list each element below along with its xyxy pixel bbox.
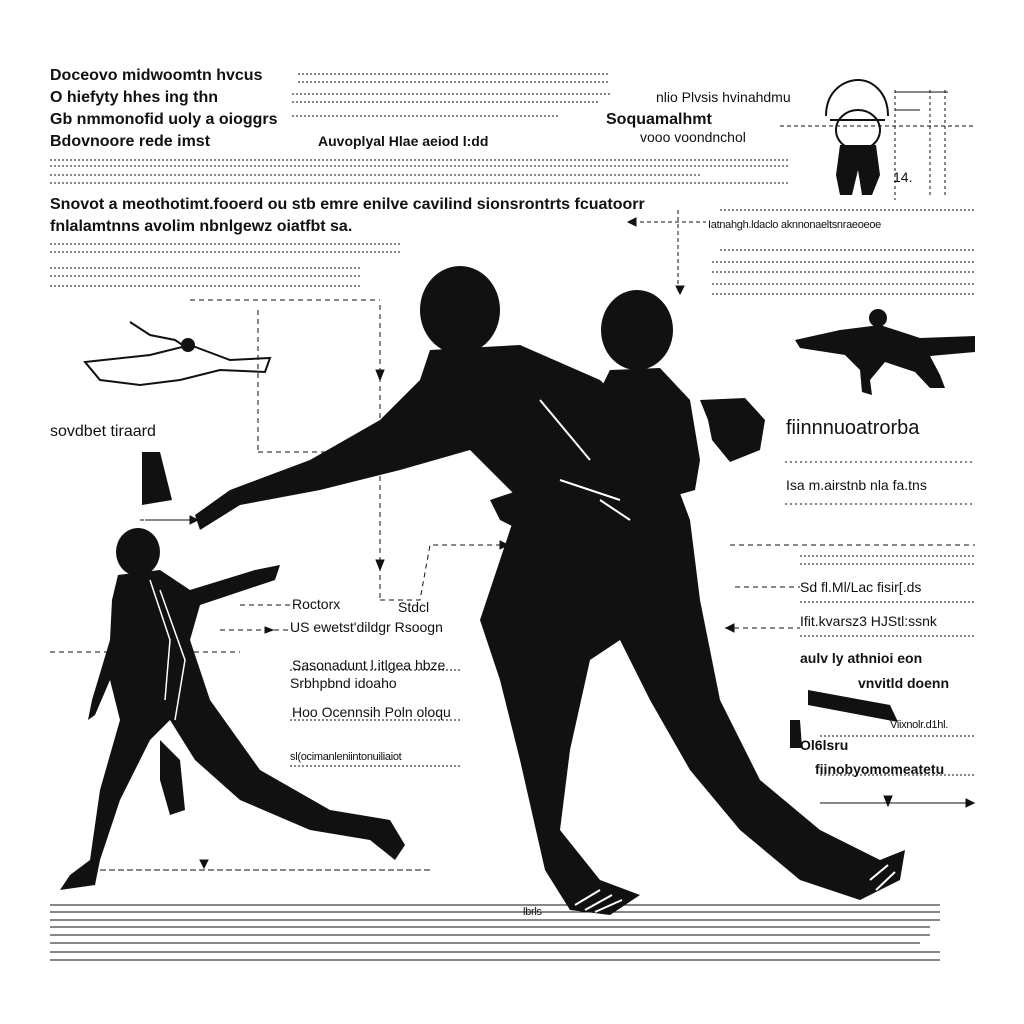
callout-5: Srbhpbnd idoaho bbox=[290, 675, 397, 691]
right-label-5: vnvitld doenn bbox=[858, 675, 949, 691]
right-label-3: Ifit.kvarsz3 HJStl:ssnk bbox=[800, 613, 937, 629]
header-line-3: Gb nmmonofid uoly a oioggrs bbox=[50, 111, 278, 128]
header-tag: Auvoplyal Hlae aeiod l:dd bbox=[318, 133, 489, 149]
right-label-7: Ol6lsru bbox=[800, 737, 849, 753]
callout-1: Roctorx bbox=[292, 596, 341, 612]
second-runner-silhouette bbox=[590, 290, 765, 500]
header-line-2: O hiefyty hhes ing thn bbox=[50, 89, 219, 106]
top-right-label-2: Soquamalhmt bbox=[606, 111, 712, 128]
right-label-6: Viixnolr.d1hl. bbox=[890, 719, 948, 731]
right-title: fiinnnuoatrorba bbox=[786, 417, 920, 439]
callout-6: Hoo Ocennsih Poln oloqu bbox=[292, 704, 451, 720]
left-label: sovdbet tiraard bbox=[50, 423, 156, 440]
leg-mark: lrrd bbox=[196, 796, 211, 808]
headline-line-1: Snovot a meothotimt.fooerd ou stb emre e… bbox=[50, 196, 645, 213]
right-label-8: fiinobyomomeatetu bbox=[815, 761, 945, 777]
top-right-figure bbox=[825, 78, 889, 151]
marker-block bbox=[142, 452, 898, 748]
right-label-4: aulv ly athnioi eon bbox=[800, 650, 923, 666]
figure-number: 14. bbox=[893, 169, 913, 185]
callout-2: Stdcl bbox=[398, 599, 430, 615]
callout-4: Sasonadunt l.itlgea hbze bbox=[292, 657, 446, 673]
top-right-caption: Iatnahgh.ldaclo aknnonaeltsnraeoeoe bbox=[708, 219, 881, 231]
callout-3: US ewetst'dildgr Rsoogn bbox=[290, 619, 443, 635]
header-line-1: Doceovo midwoomtn hvcus bbox=[50, 67, 263, 84]
leaping-figure-right bbox=[795, 309, 975, 395]
headline-line-2: fnlalamtnns avolim nbnlgewz oiatfbt sa. bbox=[50, 218, 353, 235]
top-right-label-3: vooo voondnchol bbox=[640, 129, 746, 145]
header-line-4: Bdovnoore rede imst bbox=[50, 133, 211, 150]
top-right-label-1: nlio Plvsis hvinahdmu bbox=[656, 89, 791, 105]
right-label-2: Sd fl.Ml/Lac fisir[.ds bbox=[800, 579, 922, 595]
main-runner-silhouette bbox=[195, 266, 905, 915]
callout-7: sl(ocimanleniintonuiliaiot bbox=[290, 751, 402, 763]
leaping-figure-left bbox=[83, 321, 272, 387]
right-label-1: Isa m.airstnb nla fa.tns bbox=[786, 477, 927, 493]
shoe-mark: lbrls bbox=[523, 906, 542, 918]
left-runner-silhouette bbox=[60, 528, 405, 890]
